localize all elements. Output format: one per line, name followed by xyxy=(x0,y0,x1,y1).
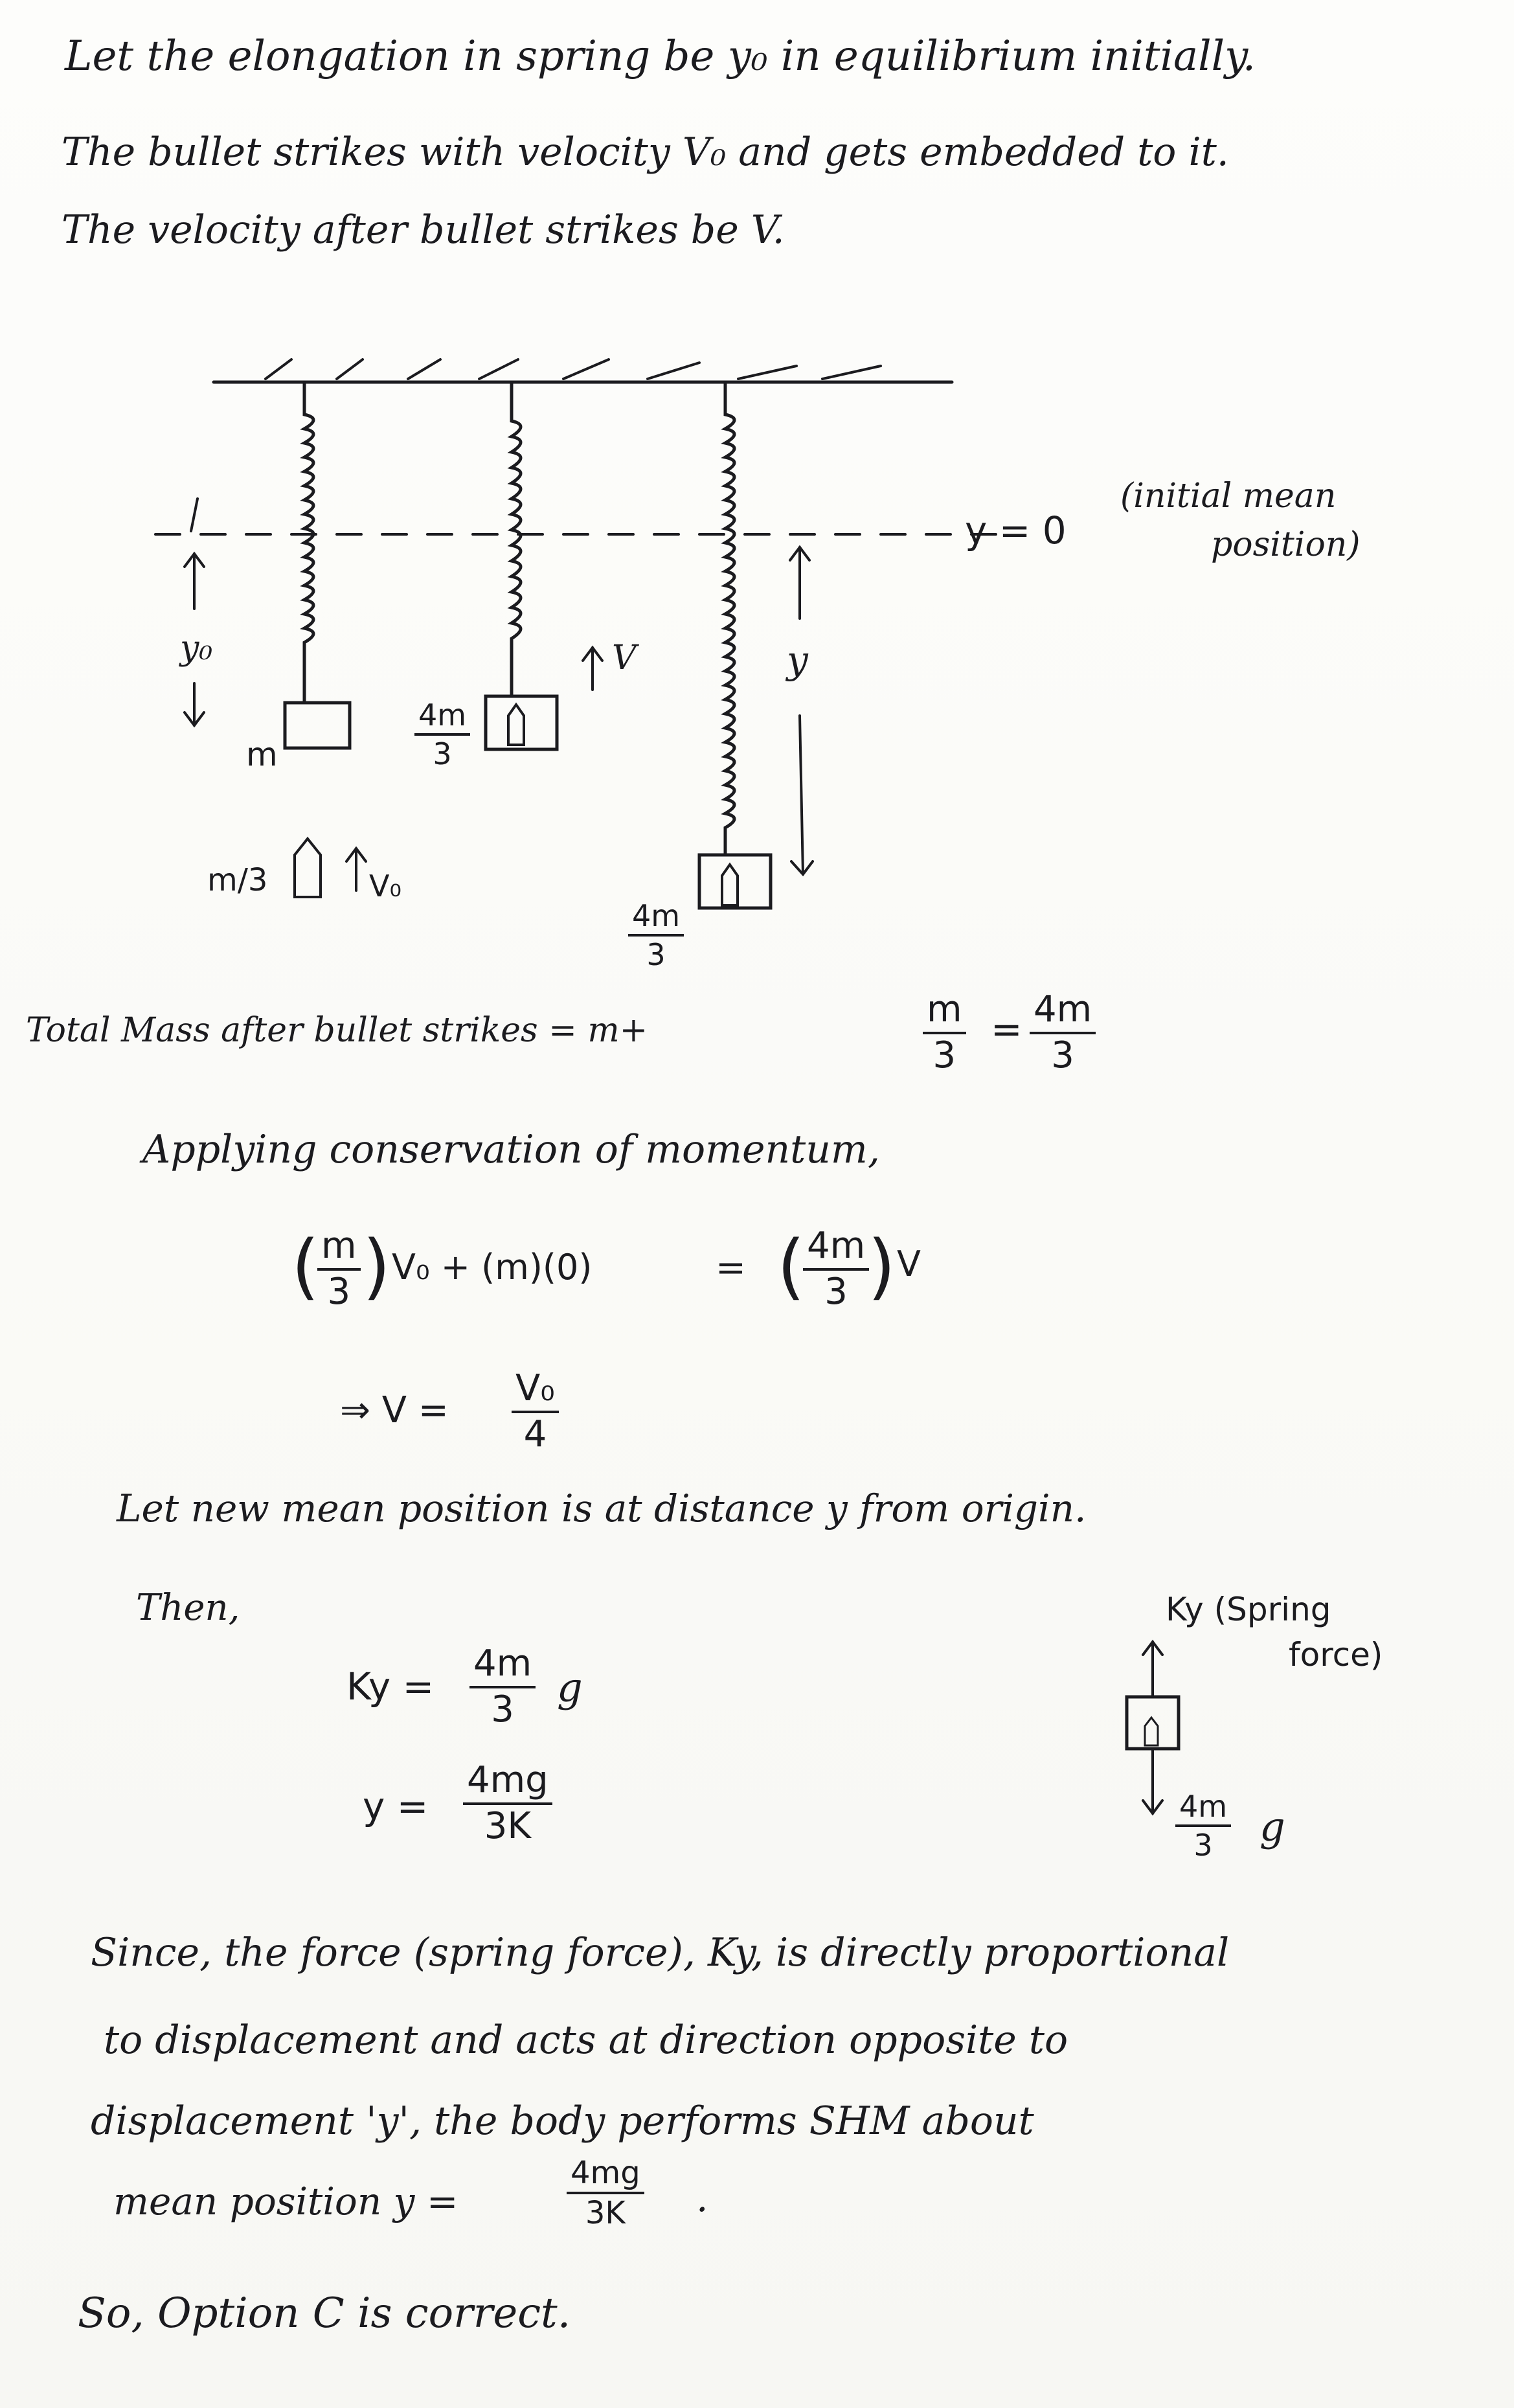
y-frac-den: 3K xyxy=(484,1804,532,1847)
lhs-close-paren: ) xyxy=(363,1225,390,1308)
spring-1 xyxy=(300,380,315,705)
total-mass-text: Total Mass after bullet strikes = m+ xyxy=(26,1011,648,1050)
v-label: V xyxy=(612,639,637,677)
conclusion-line-1: Since, the force (spring force), Ky, is … xyxy=(91,1930,1230,1975)
total-mass-frac-2-num: 4m xyxy=(1030,990,1096,1034)
block-3-mass-den: 3 xyxy=(646,937,666,973)
total-mass-eq: = xyxy=(991,1007,1023,1051)
velocity-result-frac: V₀ 4 xyxy=(512,1369,559,1455)
block-3-mass-label: 4m 3 xyxy=(628,900,684,971)
block-2-mass-den: 3 xyxy=(433,736,452,772)
final-answer: So, Option C is correct. xyxy=(78,2289,571,2337)
fbd-down-arrow xyxy=(1142,1747,1164,1816)
y-zero-label: y = 0 xyxy=(965,508,1067,552)
then-label: Then, xyxy=(136,1587,240,1629)
block-3-mass-num: 4m xyxy=(628,900,684,937)
total-mass-frac-2: 4m 3 xyxy=(1030,990,1096,1076)
bullet-in-block-2 xyxy=(507,702,525,746)
ky-lhs: Ky = xyxy=(346,1664,435,1709)
velocity-result-pre: ⇒ V = xyxy=(340,1389,449,1431)
y-displacement-arrow xyxy=(789,545,814,877)
total-mass-frac-1-den: 3 xyxy=(932,1034,956,1076)
ky-g: g xyxy=(557,1664,583,1711)
rhs-frac-num: 4m xyxy=(803,1227,870,1271)
conclusion-line-4-den: 3K xyxy=(585,2195,626,2232)
fbd-bullet xyxy=(1144,1716,1159,1747)
block-1 xyxy=(283,701,352,750)
fbd-weight-frac: 4m 3 xyxy=(1175,1791,1232,1863)
conclusion-line-4-num: 4mg xyxy=(567,2157,644,2195)
y0-label: y₀ xyxy=(180,629,213,668)
lhs-rest: V₀ + (m)(0) xyxy=(392,1247,593,1288)
block-3 xyxy=(697,853,773,910)
fbd-weight-den: 3 xyxy=(1193,1828,1213,1863)
conclusion-line-2: to displacement and acts at direction op… xyxy=(104,2017,1068,2063)
intro-line-1: Let the elongation in spring be y₀ in eq… xyxy=(65,32,1256,80)
y0-marker xyxy=(183,497,205,728)
v-arrow xyxy=(582,645,604,691)
fbd-weight-num: 4m xyxy=(1175,1791,1232,1828)
lhs-frac: m 3 xyxy=(317,1227,361,1312)
intro-line-2: The bullet strikes with velocity V₀ and … xyxy=(62,130,1229,175)
spring-2 xyxy=(507,380,523,698)
y-lhs: y = xyxy=(363,1784,429,1828)
velocity-result-den: 4 xyxy=(523,1413,547,1455)
mass-m-label: m xyxy=(246,736,278,773)
ceiling-hatching xyxy=(264,358,882,380)
bullet-velocity-label: V₀ xyxy=(369,869,401,903)
conclusion-line-3: displacement 'y', the body performs SHM … xyxy=(91,2098,1034,2144)
total-mass-frac-1: m 3 xyxy=(923,990,966,1076)
block-2-mass-label: 4m 3 xyxy=(414,699,471,772)
block-2-mass-num: 4m xyxy=(414,699,471,736)
y-label: y xyxy=(787,638,808,682)
total-mass-frac-2-den: 3 xyxy=(1051,1034,1074,1076)
block-2 xyxy=(484,694,559,751)
rhs-frac: 4m 3 xyxy=(803,1227,870,1313)
mean-position-line: Let new mean position is at distance y f… xyxy=(117,1486,1087,1530)
rhs-open-paren: ( xyxy=(777,1225,805,1308)
ky-frac-num: 4m xyxy=(469,1644,536,1688)
fbd-up-arrow xyxy=(1142,1639,1164,1698)
lhs-open-paren: ( xyxy=(291,1225,319,1308)
rhs-rest: V xyxy=(897,1244,921,1284)
fbd-spring-force-label: Ky (Spring xyxy=(1166,1591,1331,1628)
conclusion-line-4-post: . xyxy=(696,2176,708,2220)
conclusion-line-4-pre: mean position y = xyxy=(113,2179,458,2223)
ky-frac: 4m 3 xyxy=(469,1644,536,1731)
rhs-close-paren: ) xyxy=(868,1225,896,1308)
momentum-heading: Applying conservation of momentum, xyxy=(142,1127,880,1172)
lhs-frac-num: m xyxy=(317,1227,361,1271)
fbd-block xyxy=(1125,1695,1181,1751)
total-mass-frac-1-num: m xyxy=(923,990,966,1034)
free-bullet xyxy=(293,836,322,898)
velocity-result-num: V₀ xyxy=(512,1369,559,1413)
y-frac: 4mg 3K xyxy=(463,1761,552,1847)
fbd-spring-force-label-2: force) xyxy=(1289,1636,1383,1674)
y-zero-note-2: position) xyxy=(1211,525,1361,564)
conclusion-line-4-frac: 4mg 3K xyxy=(567,2157,644,2230)
ky-frac-den: 3 xyxy=(491,1688,514,1731)
bullet-mass-label: m/3 xyxy=(207,862,268,898)
spring-3 xyxy=(721,380,736,857)
y-zero-note-1: (initial mean xyxy=(1120,477,1337,516)
y-frac-num: 4mg xyxy=(463,1761,552,1805)
intro-line-3: The velocity after bullet strikes be V. xyxy=(62,207,785,253)
bullet-in-block-3 xyxy=(721,862,739,907)
lhs-frac-den: 3 xyxy=(327,1270,351,1313)
bullet-velocity-arrow xyxy=(345,846,367,892)
fbd-weight-g: g xyxy=(1260,1803,1285,1850)
momentum-equals: = xyxy=(716,1247,746,1289)
rhs-frac-den: 3 xyxy=(824,1270,848,1313)
